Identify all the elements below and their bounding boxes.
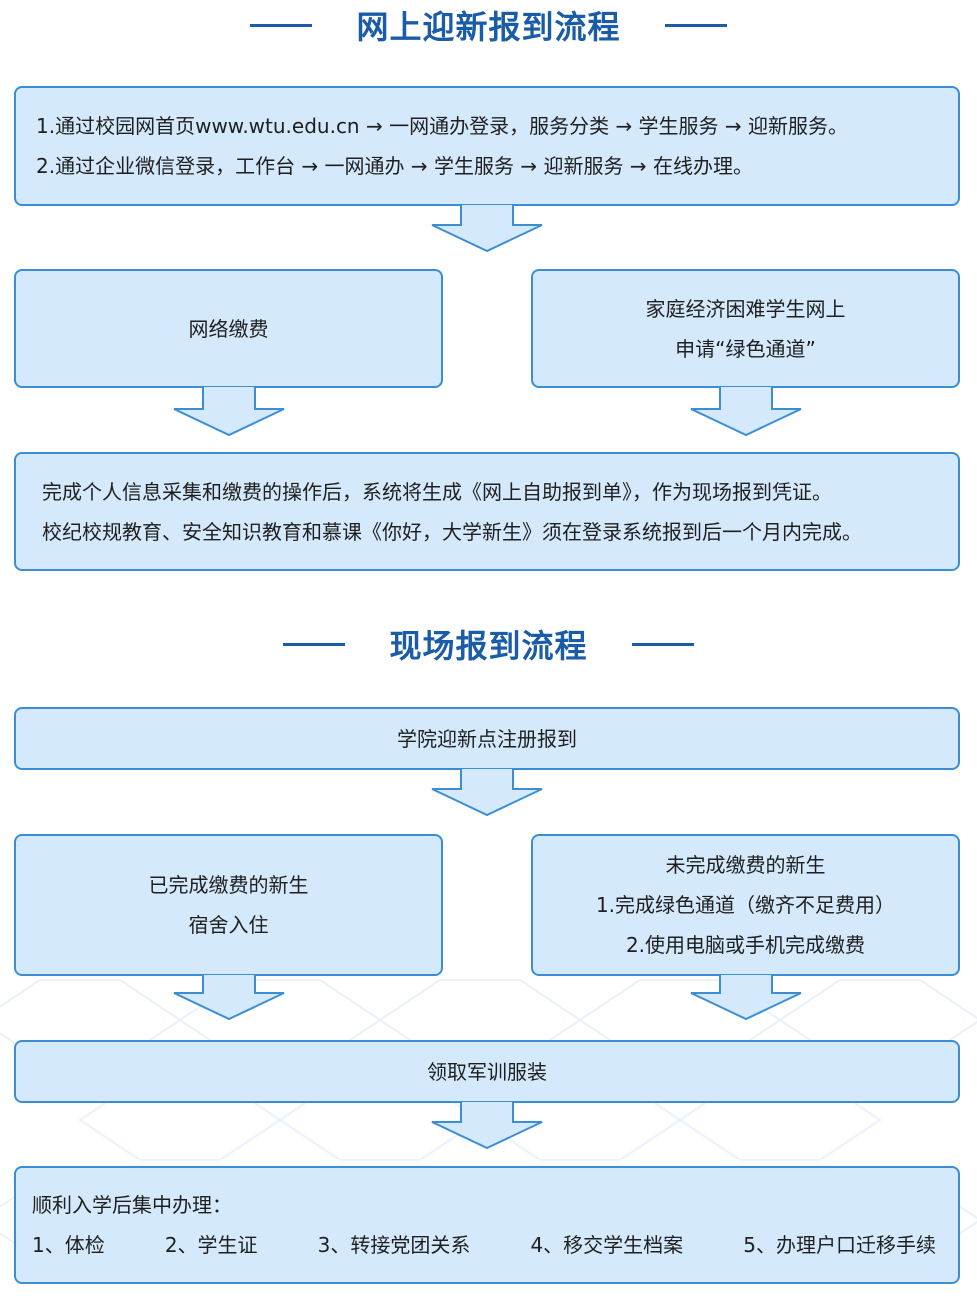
online-section-title: 网上迎新报到流程 <box>0 0 977 50</box>
unpaid-line-2: 1.完成绿色通道（缴齐不足费用） <box>595 893 896 917</box>
final-item: 4、移交学生档案 <box>530 1233 684 1257</box>
online-access-box: 1.通过校园网首页www.wtu.edu.cn → 一网通办登录，服务分类 → … <box>14 86 960 206</box>
flow-arrow-down <box>173 975 285 1021</box>
final-item: 2、学生证 <box>164 1233 258 1257</box>
access-line-2: 2.通过企业微信登录，工作台 → 一网通办 → 学生服务 → 迎新服务 → 在线… <box>36 154 753 178</box>
unpaid-line-3: 2.使用电脑或手机完成缴费 <box>625 933 866 957</box>
unpaid-students-box: 未完成缴费的新生 1.完成绿色通道（缴齐不足费用） 2.使用电脑或手机完成缴费 <box>531 834 960 976</box>
network-payment-label: 网络缴费 <box>188 316 269 341</box>
flow-arrow-down <box>431 1102 543 1150</box>
paid-students-box: 已完成缴费的新生 宿舍入住 <box>14 834 443 976</box>
flow-arrow-down <box>431 205 543 253</box>
unpaid-line-1: 未完成缴费的新生 <box>665 853 826 877</box>
final-item: 1、体检 <box>32 1233 105 1257</box>
online-title-text: 网上迎新报到流程 <box>356 8 621 46</box>
paid-line-2: 宿舍入住 <box>188 913 269 937</box>
online-completion-box: 完成个人信息采集和缴费的操作后，系统将生成《网上自助报到单》，作为现场报到凭证。… <box>14 452 960 571</box>
uniform-label: 领取军训服装 <box>427 1059 547 1084</box>
final-item: 3、转接党团关系 <box>317 1233 471 1257</box>
final-item: 5、办理户口迁移手续 <box>743 1233 936 1257</box>
green-channel-box: 家庭经济困难学生网上 申请“绿色通道” <box>531 269 960 388</box>
flow-arrow-down <box>690 387 802 437</box>
completion-line-2: 校纪校规教育、安全知识教育和慕课《你好，大学新生》须在登录系统报到后一个月内完成… <box>42 519 862 544</box>
flow-arrow-down <box>431 769 543 817</box>
paid-line-1: 已完成缴费的新生 <box>148 873 309 897</box>
final-items-row: 1、体检 2、学生证 3、转接党团关系 4、移交学生档案 5、办理户口迁移手续 <box>32 1225 958 1265</box>
final-heading: 顺利入学后集中办理： <box>32 1193 232 1217</box>
network-payment-box: 网络缴费 <box>14 269 443 388</box>
register-box: 学院迎新点注册报到 <box>14 707 960 770</box>
completion-line-1: 完成个人信息采集和缴费的操作后，系统将生成《网上自助报到单》，作为现场报到凭证。 <box>42 479 832 504</box>
flow-arrow-down <box>173 387 285 437</box>
green-channel-line-2: 申请“绿色通道” <box>675 336 816 361</box>
green-channel-line-1: 家庭经济困难学生网上 <box>645 296 846 321</box>
title-rule-left <box>250 23 313 27</box>
title-rule-right <box>631 642 694 646</box>
title-rule-right <box>664 23 727 27</box>
title-rule-left <box>283 642 346 646</box>
uniform-box: 领取军训服装 <box>14 1040 960 1103</box>
onsite-title-text: 现场报到流程 <box>389 627 588 665</box>
access-line-1: 1.通过校园网首页www.wtu.edu.cn → 一网通办登录，服务分类 → … <box>36 114 849 138</box>
onsite-section-title: 现场报到流程 <box>0 619 977 669</box>
register-label: 学院迎新点注册报到 <box>397 726 577 751</box>
flow-arrow-down <box>690 975 802 1021</box>
final-procedures-box: 顺利入学后集中办理： 1、体检 2、学生证 3、转接党团关系 4、移交学生档案 … <box>14 1166 960 1284</box>
